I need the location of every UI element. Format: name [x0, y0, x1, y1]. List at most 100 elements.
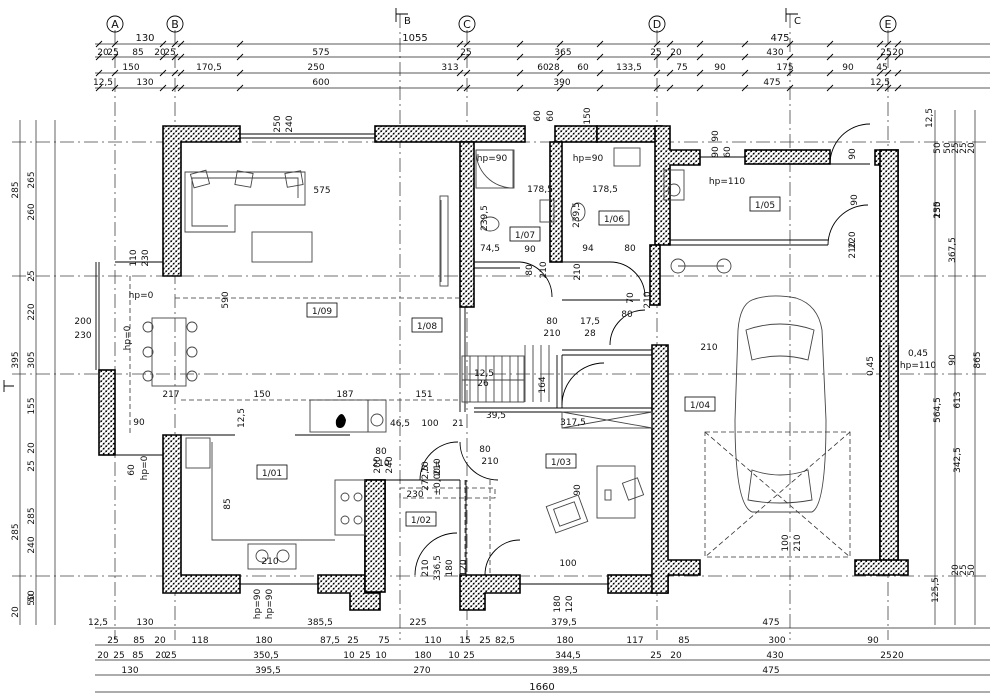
dim-top-row1: 130 — [135, 33, 154, 44]
dim-left: 20 — [11, 606, 21, 618]
dim-top-row3: 90 — [842, 63, 854, 73]
dim-bottom-row3: 180 — [414, 651, 431, 661]
dim-left: 50 — [27, 590, 37, 602]
dim-top-row3: 250 — [307, 63, 324, 73]
dim-top-row2: 25 — [880, 48, 891, 58]
dimension-tick — [696, 84, 704, 92]
plan-annotation: 210 — [433, 458, 443, 475]
dim-top-row3: 90 — [714, 63, 726, 73]
dim-bottom-row4: 130 — [121, 666, 138, 676]
room-tag-1-04: 1/04 — [684, 396, 716, 412]
room-tag-1-01: 1/01 — [256, 464, 288, 480]
dim-bottom-row2: 300 — [768, 636, 785, 646]
dimension-tick — [696, 40, 704, 48]
dim-bottom-row1: 379,5 — [551, 618, 577, 628]
plan-annotation: 150 — [583, 107, 593, 124]
dim-bottom-row2: 20 — [154, 636, 166, 646]
dimension-tick — [177, 40, 185, 48]
dimension-tick — [596, 53, 604, 61]
dim-bottom-row2: 180 — [255, 636, 272, 646]
dim-top-row2: 365 — [554, 48, 571, 58]
top-dimension-ticks — [95, 40, 902, 92]
dim-right: 367,5 — [948, 237, 958, 263]
room-tag-1-05: 1/05 — [749, 196, 781, 212]
dimension-tick — [876, 84, 884, 92]
plan-annotation: 336,5 — [433, 555, 443, 581]
plan-annotation: 60 — [546, 110, 556, 122]
plan-annotation: 110 — [129, 249, 139, 266]
dimension-tick — [463, 40, 471, 48]
plan-annotation: 164 — [538, 376, 548, 393]
dim-top-row3: 313 — [441, 63, 458, 73]
plan-annotation: 80 — [621, 310, 633, 320]
plan-annotation: 151 — [415, 390, 432, 400]
dim-top-row3: 133,5 — [616, 63, 642, 73]
dim-right: 342,5 — [953, 447, 963, 473]
doors — [414, 123, 871, 576]
dimension-tick — [826, 53, 834, 61]
dimension-tick — [696, 69, 704, 77]
dimension-tick — [666, 40, 674, 48]
room-tag-label: 1/03 — [551, 458, 571, 468]
dim-bottom-row3: 25 — [113, 651, 124, 661]
dimension-tick — [786, 53, 794, 61]
dim-top-row2: 20 — [670, 48, 682, 58]
dim-right: 12,5 — [925, 108, 935, 128]
dim-bottom-row4: 389,5 — [552, 666, 578, 676]
dim-left: 240 — [27, 536, 37, 553]
plan-annotation: 250 — [273, 115, 283, 132]
plan-annotation: 28 — [584, 329, 596, 339]
plan-annotation: hp=90 — [477, 154, 508, 164]
plan-annotation: 187 — [336, 390, 353, 400]
plan-annotation: 220 — [848, 231, 858, 248]
plan-annotation: 90 — [711, 146, 721, 158]
plan-annotation: 74,5 — [480, 244, 500, 254]
dimension-tick — [236, 69, 244, 77]
room-tag-1-08: 1/08 — [411, 317, 443, 333]
dimension-tick — [111, 53, 119, 61]
dim-bottom-row1: 385,5 — [307, 618, 333, 628]
dimension-tick — [95, 53, 103, 61]
plan-annotation: 230 — [141, 249, 151, 266]
plan-annotation: 85 — [223, 498, 233, 509]
dim-top-row4: 390 — [553, 78, 570, 88]
dimension-tick — [159, 53, 167, 61]
room-tag-label: 1/02 — [411, 516, 431, 526]
plan-annotation: 90 — [848, 148, 858, 160]
plan-annotation: 60 — [127, 464, 137, 476]
dim-left: 220 — [27, 303, 37, 320]
plan-annotation: 26 — [477, 379, 489, 389]
dim-bottom-row4: 270 — [413, 666, 430, 676]
dim-top-row2: 20 — [97, 48, 109, 58]
dim-bottom-row1: 130 — [136, 618, 153, 628]
dimension-tick — [159, 69, 167, 77]
dim-bottom-row3: 20 — [155, 651, 167, 661]
plan-annotation: 239,5 — [480, 205, 490, 231]
dim-bottom-row3: 10 — [343, 651, 355, 661]
dimension-tick — [236, 40, 244, 48]
dim-bottom-row2: 15 — [459, 636, 470, 646]
furniture — [129, 147, 851, 575]
plan-annotation: 317,5 — [560, 418, 586, 428]
plan-annotation: 210 — [372, 459, 389, 469]
dim-left: 265 — [27, 171, 37, 188]
plan-annotation: 90 — [711, 130, 721, 142]
plan-annotation: ±0,00= — [433, 460, 443, 495]
dim-top-row4: 12,5 — [93, 78, 113, 88]
dim-top-row2: 25 — [460, 48, 471, 58]
dimension-tick — [463, 53, 471, 61]
dim-bottom-row2: 118 — [191, 636, 208, 646]
dim-left: 155 — [27, 397, 37, 414]
dimension-tick — [666, 84, 674, 92]
plan-annotation: 210 — [481, 457, 498, 467]
plan-annotation: hp=110 — [900, 361, 936, 371]
dimension-tick — [456, 84, 464, 92]
plan-annotation: 178,5 — [527, 185, 553, 195]
plan-annotation: 39,5 — [486, 411, 506, 421]
room-tag-label: 1/07 — [515, 231, 535, 241]
dim-left: 25 — [27, 270, 37, 281]
plan-annotation: 150 — [253, 390, 270, 400]
dimension-tick — [556, 69, 564, 77]
axis-bubbles: A B C D E B C — [3, 8, 897, 392]
axis-label-d: D — [653, 18, 661, 31]
